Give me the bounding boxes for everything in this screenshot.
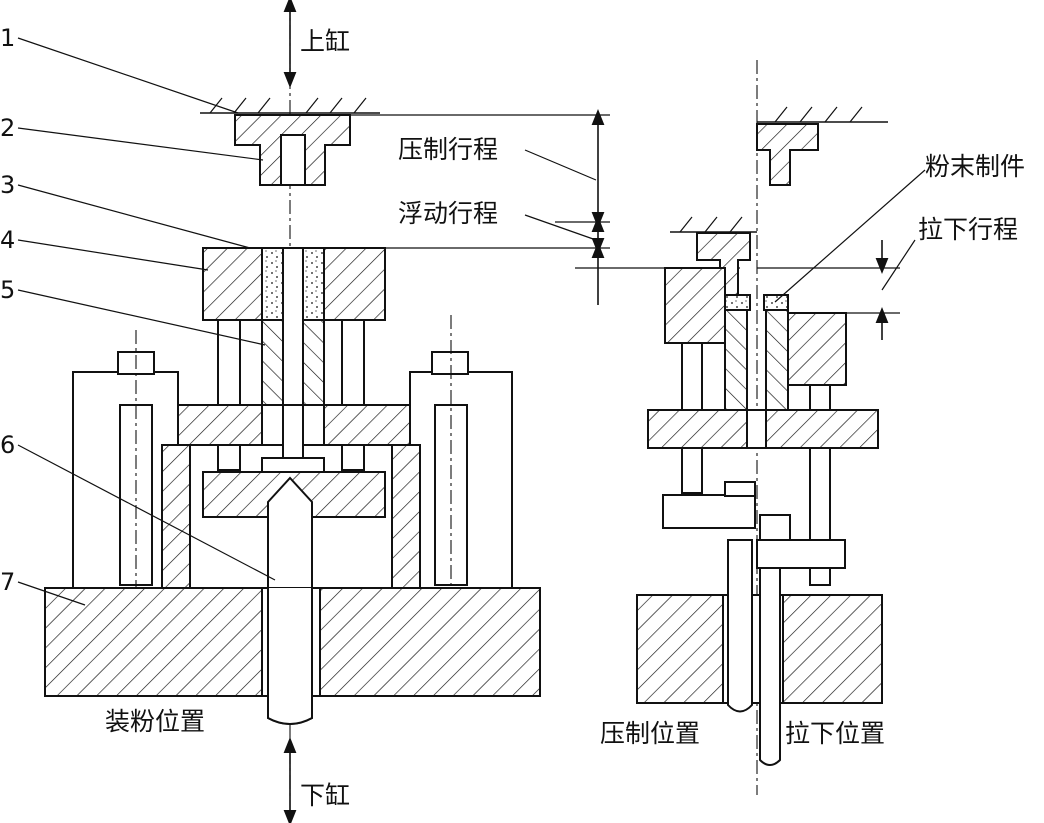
right-powder-left xyxy=(724,294,751,311)
lower-punch-holder xyxy=(261,457,325,473)
label-fill-position: 装粉位置 xyxy=(105,707,205,736)
right-die-left xyxy=(664,267,726,344)
label-part-1: 1 xyxy=(0,24,15,52)
guide-column-left xyxy=(217,319,241,471)
right-column-section xyxy=(391,444,421,589)
lower-punch-right xyxy=(302,319,325,406)
left-assembly xyxy=(44,0,541,823)
right-lower-plate-1 xyxy=(662,494,756,529)
right-lower-punch-left xyxy=(724,309,748,411)
right-lower-plate-2 xyxy=(756,539,846,569)
label-lower-cylinder: 下缸 xyxy=(300,781,350,810)
left-bolt xyxy=(114,330,158,623)
label-part-3: 3 xyxy=(0,171,15,199)
guide-column-right xyxy=(341,319,365,471)
right-powder-right xyxy=(763,294,789,311)
right-ejector-press xyxy=(727,539,753,713)
upper-punch-bore xyxy=(280,134,306,186)
part-leaders xyxy=(17,37,276,606)
label-float-stroke: 浮动行程 xyxy=(398,199,498,228)
left-column-section xyxy=(161,444,191,589)
right-assembly xyxy=(636,60,926,795)
label-part-7: 7 xyxy=(0,568,15,596)
label-part-2: 2 xyxy=(0,114,15,142)
lower-punch-left xyxy=(261,319,284,406)
right-die-right xyxy=(787,312,847,386)
right-core-bore xyxy=(746,409,767,449)
label-press-position: 压制位置 xyxy=(600,719,700,748)
label-part-4: 4 xyxy=(0,226,15,254)
right-bolt xyxy=(429,315,473,623)
right-lower-punch-right xyxy=(765,309,789,411)
label-pull-down-position: 拉下位置 xyxy=(785,719,885,748)
ejector-rod-lower xyxy=(267,588,313,725)
label-part-6: 6 xyxy=(0,431,15,459)
label-part-5: 5 xyxy=(0,276,15,304)
label-powder-part: 粉末制件 xyxy=(925,152,1025,181)
right-ejector-pull xyxy=(759,567,781,766)
core-through-plate xyxy=(282,404,304,461)
label-upper-cylinder: 上缸 xyxy=(300,27,350,56)
right-lower-holder-2 xyxy=(759,514,791,541)
label-press-stroke: 压制行程 xyxy=(398,135,498,164)
label-pull-down-stroke: 拉下行程 xyxy=(918,215,1018,244)
right-lower-holder-1 xyxy=(724,481,756,497)
right-upper-punch xyxy=(756,123,819,186)
